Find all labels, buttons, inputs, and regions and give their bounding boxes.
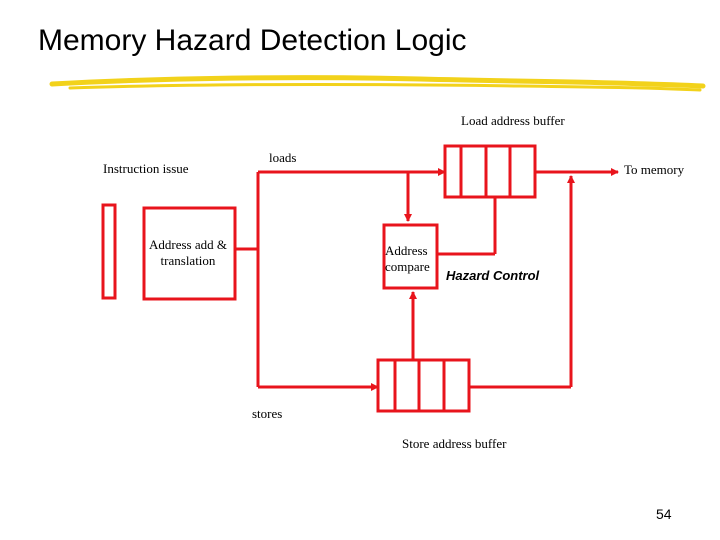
address-compare-box bbox=[382, 223, 439, 290]
stores-label: stores bbox=[252, 406, 283, 421]
loads-label: loads bbox=[269, 150, 297, 165]
title-underline bbox=[49, 75, 706, 92]
address-add-label-line1: Address add & bbox=[149, 237, 227, 252]
instruction-issue-queue bbox=[101, 203, 117, 300]
address-add-label-line2: translation bbox=[160, 253, 216, 268]
load-address-buffer bbox=[443, 144, 537, 199]
store-address-buffer-label: Store address buffer bbox=[402, 436, 507, 451]
slide-title: Memory Hazard Detection Logic bbox=[38, 24, 467, 57]
load-address-buffer-label: Load address buffer bbox=[461, 113, 565, 128]
address-compare-label-line1: Address bbox=[385, 243, 428, 258]
store-address-buffer bbox=[376, 358, 471, 413]
instruction-issue-label: Instruction issue bbox=[103, 161, 189, 176]
address-compare-label: Address compare bbox=[385, 243, 430, 275]
to-memory-label: To memory bbox=[624, 162, 685, 177]
page-number: 54 bbox=[656, 506, 672, 522]
hazard-control-label: Hazard Control bbox=[446, 268, 540, 283]
address-add-label: Address add & translation bbox=[140, 237, 236, 269]
address-compare-label-line2: compare bbox=[385, 259, 430, 274]
address-add-box bbox=[142, 206, 237, 301]
